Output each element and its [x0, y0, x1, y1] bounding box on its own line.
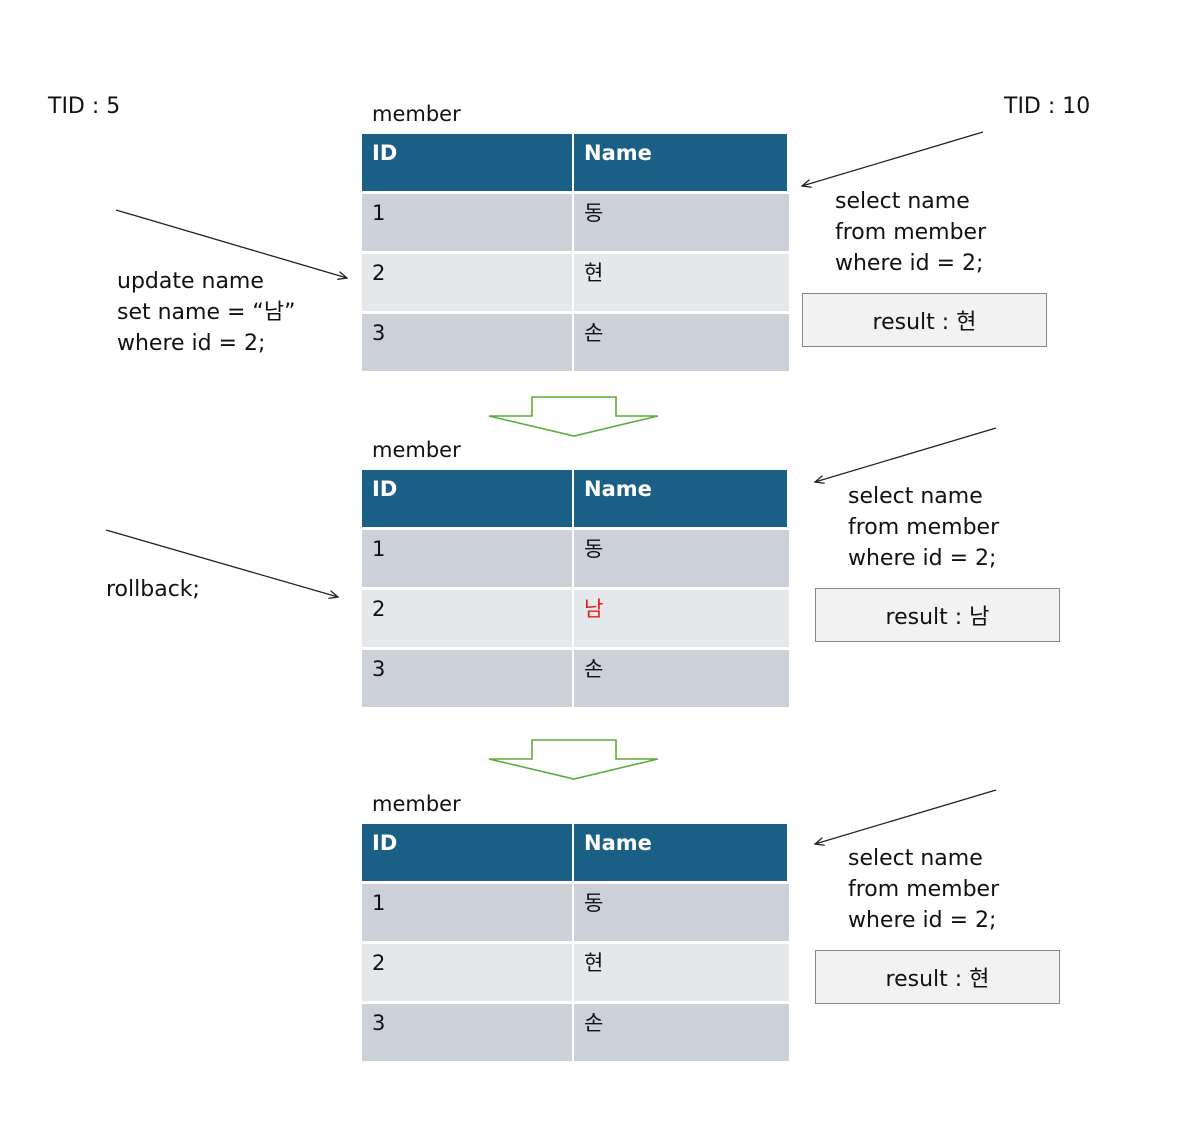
result-box-2: result : 남	[815, 588, 1060, 642]
select-line-3: where id = 2;	[848, 908, 997, 933]
flow-arrow-down-1	[488, 396, 659, 437]
table-caption: member	[372, 438, 461, 462]
cell-name: 현	[584, 951, 604, 975]
select-arrow-1	[802, 131, 984, 186]
cell-id: 1	[362, 194, 574, 251]
table-caption: member	[372, 792, 461, 816]
header-id: ID	[362, 824, 574, 881]
cell-name: 동	[584, 537, 604, 561]
header-id: ID	[362, 470, 574, 527]
cell-name: 동	[584, 201, 604, 225]
update-line-1: update name	[117, 269, 264, 294]
header-name: Name	[574, 470, 789, 527]
update-arrow	[115, 209, 347, 278]
table-row: 2 남	[362, 587, 789, 647]
table-row: 1 동	[362, 881, 789, 941]
select-arrow-3	[815, 789, 997, 844]
right-transaction-id: TID : 10	[1004, 94, 1091, 119]
select-statement-3: select name from member where id = 2;	[848, 843, 999, 936]
select-line-2: from member	[848, 877, 1000, 902]
table-row: 3 손	[362, 1001, 789, 1061]
select-statement-1: select name from member where id = 2;	[835, 186, 986, 279]
cell-id: 2	[362, 590, 574, 647]
cell-name: 손	[584, 1011, 604, 1035]
cell-id: 2	[362, 254, 574, 311]
select-statement-2: select name from member where id = 2;	[848, 481, 999, 574]
result-box-3: result : 현	[815, 950, 1060, 1004]
cell-name: 현	[584, 261, 604, 285]
member-table-1: ID Name 1 동 2 현 3 손	[362, 134, 789, 371]
select-line-3: where id = 2;	[848, 546, 997, 571]
update-line-2: set name = “남”	[117, 300, 296, 325]
rollback-statement: rollback;	[106, 577, 200, 602]
table-header-row: ID Name	[362, 470, 789, 527]
cell-id: 1	[362, 530, 574, 587]
left-transaction-id: TID : 5	[48, 94, 121, 119]
cell-name: 손	[584, 657, 604, 681]
cell-id: 3	[362, 1004, 574, 1061]
header-id: ID	[362, 134, 574, 191]
header-name: Name	[574, 824, 789, 881]
select-line-2: from member	[848, 515, 1000, 540]
select-line-3: where id = 2;	[835, 251, 984, 276]
header-name: Name	[574, 134, 789, 191]
member-table-3: ID Name 1 동 2 현 3 손	[362, 824, 789, 1061]
select-line-1: select name	[835, 189, 970, 214]
table-row: 2 현	[362, 251, 789, 311]
cell-id: 2	[362, 944, 574, 1001]
result-box-1: result : 현	[802, 293, 1047, 347]
member-table-2: ID Name 1 동 2 남 3 손	[362, 470, 789, 707]
cell-name: 동	[584, 891, 604, 915]
rollback-arrow	[105, 529, 338, 597]
update-statement: update name set name = “남” where id = 2;	[117, 266, 295, 359]
flow-arrow-down-2	[488, 739, 659, 780]
table-row: 1 동	[362, 191, 789, 251]
table-row: 2 현	[362, 941, 789, 1001]
cell-name: 손	[584, 321, 604, 345]
cell-id: 3	[362, 650, 574, 707]
select-line-2: from member	[835, 220, 987, 245]
table-row: 3 손	[362, 647, 789, 707]
select-line-1: select name	[848, 846, 983, 871]
cell-id: 3	[362, 314, 574, 371]
table-header-row: ID Name	[362, 824, 789, 881]
table-row: 3 손	[362, 311, 789, 371]
cell-id: 1	[362, 884, 574, 941]
select-line-1: select name	[848, 484, 983, 509]
table-header-row: ID Name	[362, 134, 789, 191]
select-arrow-2	[815, 427, 997, 482]
update-line-3: where id = 2;	[117, 331, 266, 356]
table-caption: member	[372, 102, 461, 126]
cell-name-uncommitted: 남	[584, 597, 604, 621]
table-row: 1 동	[362, 527, 789, 587]
